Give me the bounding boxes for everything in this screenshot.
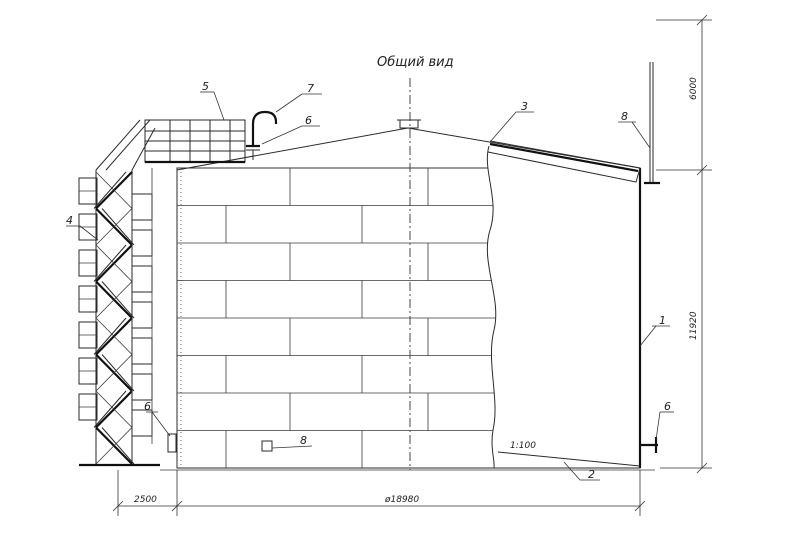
callout-8-bottom: 8 [300,434,307,447]
callout-6-left: 6 [144,400,151,413]
roof-hatch-center [399,119,419,129]
stair-landing-right [131,229,153,257]
stair-flight-rail [101,208,135,246]
stair-brace [95,354,133,392]
stair-brace [95,208,133,246]
spiral-staircase [78,119,160,467]
callout-7: 7 [307,82,314,95]
breather-valve [246,110,278,160]
stair-flight-rail [101,281,135,319]
nozzle-left [167,433,177,453]
stair-flight-rail [93,390,127,428]
tank-roof [176,119,641,183]
stair-landing-right [131,409,153,437]
vent-pipe-bend [251,110,278,146]
callout-5: 5 [202,80,209,93]
stair-flight-rail [93,317,127,355]
dim-tank-height: 11920 [689,311,699,340]
stair-flight-rail [93,244,127,282]
callout-leaders [66,91,674,481]
stair-flight-rail [101,427,135,465]
stair-landing-right [131,301,153,329]
callout-6-top: 6 [305,114,312,127]
stair-brace [95,390,133,428]
drawing-title: Общий вид [377,55,454,70]
callout-8-top: 8 [621,110,628,123]
cutaway-line [486,145,497,469]
manhole [261,440,273,452]
tank-body [160,140,655,471]
roof-plate [489,142,639,173]
callout-6-right: 6 [664,400,671,413]
stair-brace [95,317,133,355]
callout-1: 1 [659,314,666,327]
roof-platform [144,119,246,164]
dimension-lines [112,14,712,516]
dim-tank-diameter: ø18980 [384,495,419,505]
stair-flight-rail [101,354,135,392]
dim-mast-height: 6000 [689,77,699,100]
lightning-mast [644,62,660,185]
stair-landing-right [131,373,153,401]
stair-landing-right [131,265,153,293]
roof-section [487,140,641,183]
stair-brace [95,427,133,465]
stair-flight-rail [93,171,127,209]
cutaway-mask [487,140,640,468]
stair-brace [95,244,133,282]
stair-brace [95,171,133,209]
callout-3: 3 [521,100,528,113]
callout-2: 2 [588,468,595,481]
callout-4: 4 [66,214,73,227]
stair-landing-right [131,337,153,365]
stair-landing-right [131,193,153,221]
stair-brace [95,281,133,319]
dim-slope: 1:100 [510,441,536,451]
bottom-slope-line [497,451,641,467]
dim-ladder-offset: 2500 [134,495,157,505]
